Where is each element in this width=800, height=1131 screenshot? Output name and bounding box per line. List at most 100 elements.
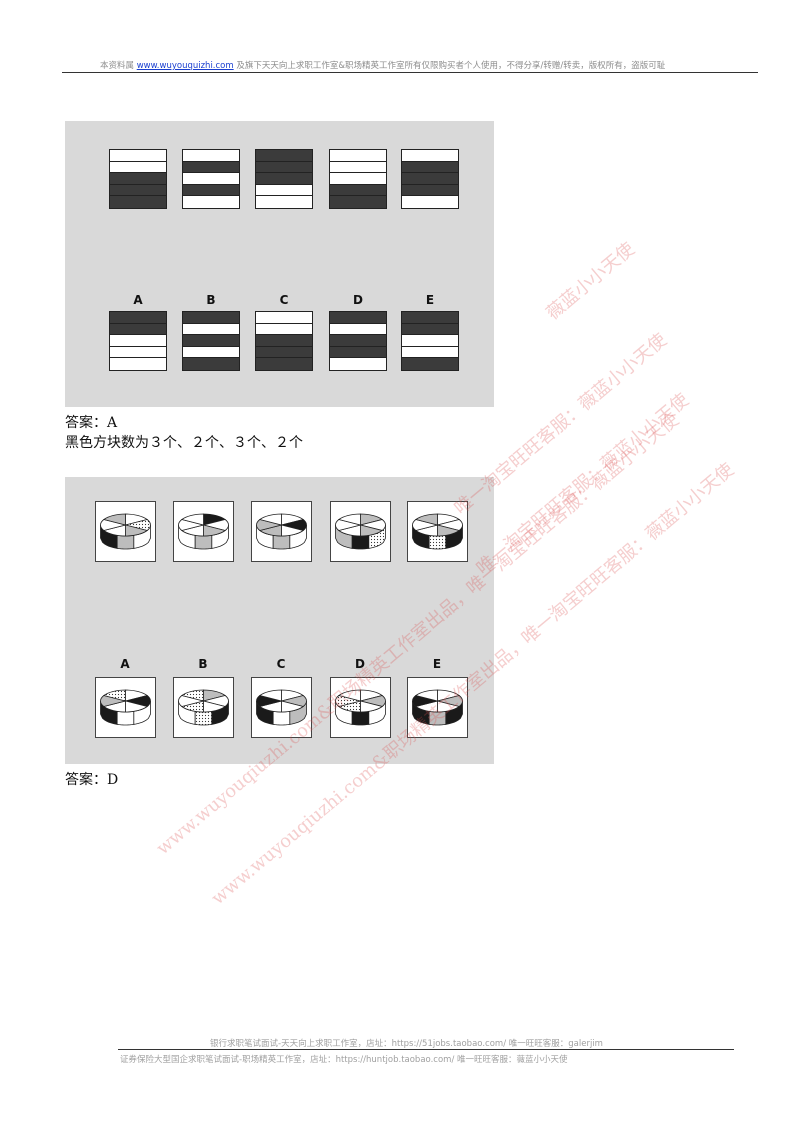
- stripe-dark: [110, 312, 166, 324]
- stem-figure-2: [173, 501, 234, 562]
- stripe-dark: [402, 312, 458, 324]
- watermark: 薇蓝小小天使: [540, 236, 639, 325]
- stripe-dark: [402, 185, 458, 197]
- stripe-dark: [183, 358, 239, 370]
- disc-side-segment: [429, 711, 446, 725]
- stem-figure-5: [401, 149, 459, 209]
- option-label-e: E: [408, 657, 466, 671]
- option-label-d: D: [331, 657, 389, 671]
- option-label-b: B: [174, 657, 232, 671]
- stem-figure-3: [251, 501, 312, 562]
- stripe-light: [183, 196, 239, 208]
- watermark: 唯一淘宝旺旺客服：薇蓝小小天使: [470, 386, 694, 579]
- stripe-light: [330, 173, 386, 185]
- stripe-light: [330, 150, 386, 162]
- stripe-dark: [330, 347, 386, 359]
- question1-answer: 答案：A: [65, 412, 117, 432]
- stripe-light: [402, 150, 458, 162]
- footer-line-2: 证券保险大型国企求职笔试面试-职场精英工作室，店址：https://huntjo…: [120, 1053, 568, 1065]
- disc-side-segment: [195, 711, 212, 725]
- option-label-a: A: [109, 293, 167, 307]
- option-figure-d: [329, 311, 387, 371]
- stripe-dark: [256, 358, 312, 370]
- option-label-c: C: [252, 657, 310, 671]
- stem-figure-2: [182, 149, 240, 209]
- header-prefix: 本资料属: [100, 61, 134, 71]
- stripe-light: [402, 347, 458, 359]
- stripe-light: [183, 324, 239, 336]
- stripe-light: [256, 185, 312, 197]
- option-figure-c: [255, 311, 313, 371]
- stripe-dark: [183, 162, 239, 174]
- stripe-light: [110, 358, 166, 370]
- stripe-dark: [256, 347, 312, 359]
- option-figure-b: [182, 311, 240, 371]
- option-figure-d: [330, 677, 391, 738]
- disc-side-segment: [429, 535, 446, 549]
- stripe-dark: [110, 185, 166, 197]
- footer-line-1: 银行求职笔试面试-天天向上求职工作室，店址：https://51jobs.tao…: [210, 1037, 603, 1049]
- stripe-light: [330, 162, 386, 174]
- option-figure-c: [251, 677, 312, 738]
- stripe-dark: [402, 358, 458, 370]
- stripe-light: [330, 324, 386, 336]
- stripe-dark: [402, 324, 458, 336]
- stripe-dark: [256, 150, 312, 162]
- option-label-b: B: [182, 293, 240, 307]
- stripe-dark: [183, 335, 239, 347]
- stripe-light: [110, 162, 166, 174]
- stripe-light: [183, 150, 239, 162]
- stripe-dark: [330, 312, 386, 324]
- disc-side-segment: [195, 535, 212, 549]
- stripe-dark: [110, 196, 166, 208]
- disc-side-segment: [117, 535, 134, 549]
- stripe-dark: [110, 173, 166, 185]
- option-label-d: D: [329, 293, 387, 307]
- stripe-dark: [256, 173, 312, 185]
- disc-side-segment: [273, 711, 290, 725]
- stripe-dark: [330, 185, 386, 197]
- stripe-dark: [256, 162, 312, 174]
- stripe-light: [330, 358, 386, 370]
- stripe-dark: [183, 312, 239, 324]
- stripe-light: [183, 347, 239, 359]
- stripe-light: [256, 312, 312, 324]
- stripe-dark: [402, 162, 458, 174]
- question2-figure-panel: A B C D E: [65, 477, 494, 764]
- footer-rule: [118, 1049, 734, 1050]
- option-figure-e: [407, 677, 468, 738]
- question1-explanation: 黑色方块数为３个、２个、３个、２个: [65, 432, 303, 452]
- option-label-c: C: [255, 293, 313, 307]
- stripe-light: [256, 196, 312, 208]
- stem-figure-3: [255, 149, 313, 209]
- stripe-dark: [110, 324, 166, 336]
- stripe-light: [110, 150, 166, 162]
- option-label-a: A: [96, 657, 154, 671]
- stripe-light: [183, 173, 239, 185]
- question2-answer: 答案：D: [65, 769, 118, 789]
- stripe-light: [256, 324, 312, 336]
- stripe-light: [110, 335, 166, 347]
- option-figure-a: [95, 677, 156, 738]
- disc-side-segment: [117, 711, 134, 725]
- option-figure-e: [401, 311, 459, 371]
- stem-figure-4: [329, 149, 387, 209]
- header-rule: [62, 72, 758, 73]
- stripe-dark: [330, 335, 386, 347]
- stripe-dark: [256, 335, 312, 347]
- stripe-dark: [402, 173, 458, 185]
- header-notice: 本资料属 www.wuyouquizhi.com 及旗下天天向上求职工作室&职场…: [100, 59, 760, 71]
- stem-figure-1: [95, 501, 156, 562]
- option-figure-b: [173, 677, 234, 738]
- header-link[interactable]: www.wuyouquizhi.com: [137, 61, 234, 71]
- option-figure-a: [109, 311, 167, 371]
- stripe-light: [402, 335, 458, 347]
- stem-figure-4: [330, 501, 391, 562]
- stripe-light: [110, 347, 166, 359]
- stem-figure-5: [407, 501, 468, 562]
- header-suffix: 及旗下天天向上求职工作室&职场精英工作室所有仅限购买者个人使用，不得分享/转赠/…: [236, 61, 665, 71]
- disc-side-segment: [352, 711, 369, 725]
- stem-figure-1: [109, 149, 167, 209]
- disc-side-segment: [273, 535, 290, 549]
